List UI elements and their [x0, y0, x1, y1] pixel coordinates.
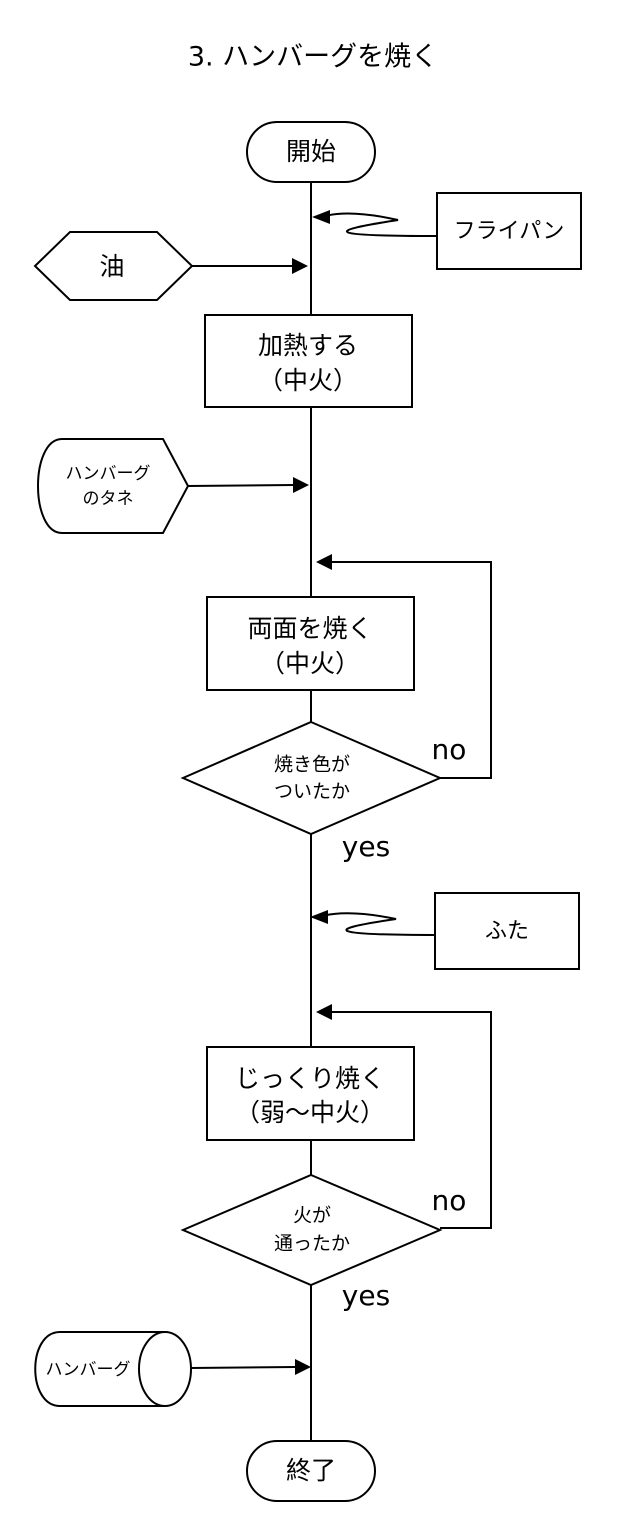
slow-line2: （弱～中火）	[235, 1098, 385, 1127]
end-terminator	[246, 1440, 376, 1502]
slow-line1: じっくり焼く	[235, 1064, 385, 1093]
cooked-yes-label: yes	[342, 1279, 390, 1312]
frypan-arrowhead	[312, 210, 330, 224]
slow-cook-process-box	[206, 1046, 415, 1141]
loop-cooked-arrowhead	[316, 1004, 332, 1020]
browned-no-label: no	[432, 733, 467, 766]
patty-line1: ハンバーグ	[66, 464, 151, 484]
lid-box	[434, 892, 580, 970]
patty-connector	[187, 484, 295, 487]
heat-line2: （中火）	[258, 366, 358, 395]
end-label: 終了	[286, 1456, 336, 1485]
cooked-line2: 通ったか	[274, 1233, 350, 1255]
sear-line2: （中火）	[260, 649, 360, 678]
heat-line1: 加熱する	[258, 331, 358, 360]
oil-arrowhead	[292, 258, 308, 274]
cooked-decision-diamond	[180, 1173, 443, 1287]
browned-line1: 焼き色が	[274, 754, 350, 776]
loop-browned-arrowhead	[316, 554, 332, 570]
lid-arrowhead	[310, 910, 328, 924]
hamburger-label: ハンバーグ	[46, 1360, 131, 1380]
browned-yes-label: yes	[342, 830, 390, 863]
patty-line2: のタネ	[83, 489, 134, 509]
cooked-no-label: no	[432, 1184, 467, 1217]
lid-label: ふた	[485, 919, 529, 944]
cooked-line1: 火が	[293, 1205, 331, 1227]
oil-label: 油	[99, 252, 124, 281]
frypan-label: フライパン	[454, 219, 565, 244]
heat-process-box	[204, 314, 413, 408]
start-label: 開始	[286, 137, 336, 166]
diagram-title: 3. ハンバーグを焼く	[188, 42, 438, 73]
start-terminator	[246, 121, 376, 183]
sear-process-box	[206, 596, 415, 691]
browned-decision-diamond	[180, 720, 443, 836]
loop-cooked-no-line	[330, 1011, 492, 1229]
hamburger-connector	[190, 1366, 297, 1369]
patty-dough-shape	[37, 438, 190, 534]
sear-line1: 両面を焼く	[247, 614, 372, 643]
loop-browned-no-line	[330, 561, 492, 779]
browned-line2: ついたか	[274, 781, 350, 803]
patty-arrowhead	[293, 477, 309, 493]
frypan-box	[436, 192, 582, 270]
hamburger-arrowhead	[295, 1359, 311, 1375]
hamburger-storage-end	[138, 1331, 192, 1407]
frypan-squiggle-connector	[321, 212, 438, 237]
lid-squiggle-connector	[319, 912, 436, 936]
